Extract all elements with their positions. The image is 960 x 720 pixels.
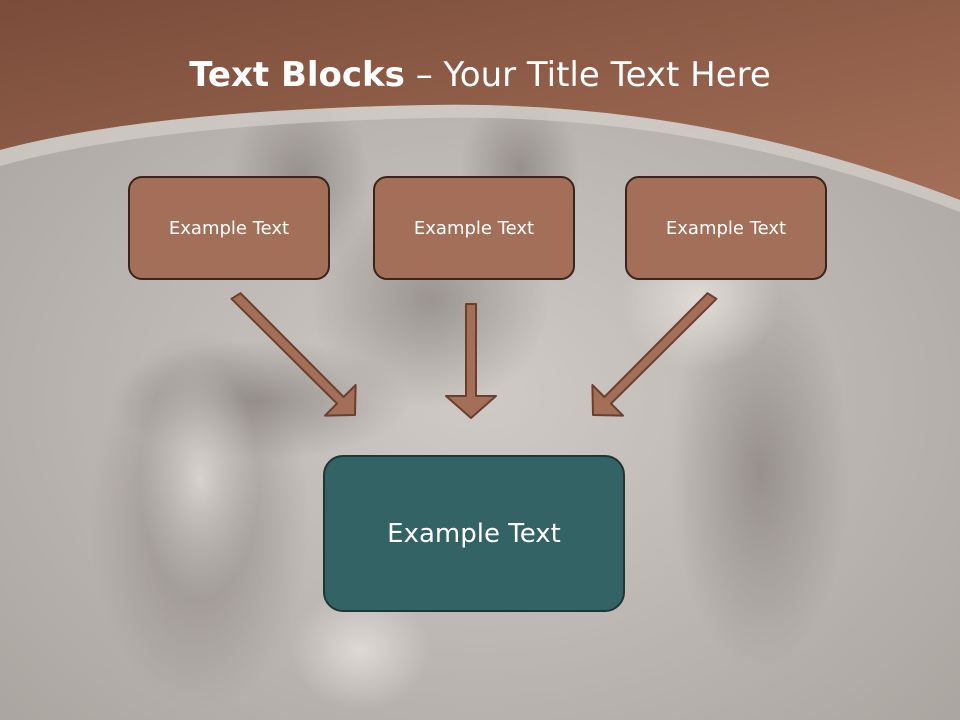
text-block-right[interactable]: Example Text <box>625 176 827 280</box>
background-photo <box>90 90 850 710</box>
text-block-left-label: Example Text <box>168 217 290 239</box>
slide-title: Text Blocks – Your Title Text Here <box>0 52 960 98</box>
arrow-right-icon <box>591 292 718 417</box>
title-bold: Text Blocks <box>189 55 405 95</box>
title-rest: Your Title Text Here <box>443 55 771 95</box>
text-block-main-label: Example Text <box>387 518 561 549</box>
header-band <box>0 0 960 200</box>
title-separator: – <box>415 55 433 95</box>
text-block-left[interactable]: Example Text <box>128 176 330 280</box>
arrow-center-icon <box>445 303 497 419</box>
header-curve-highlight <box>0 104 960 212</box>
arrow-left-icon <box>230 292 357 417</box>
text-block-main[interactable]: Example Text <box>323 455 625 612</box>
text-block-center-label: Example Text <box>413 217 535 239</box>
text-block-center[interactable]: Example Text <box>373 176 575 280</box>
text-block-right-label: Example Text <box>665 217 787 239</box>
